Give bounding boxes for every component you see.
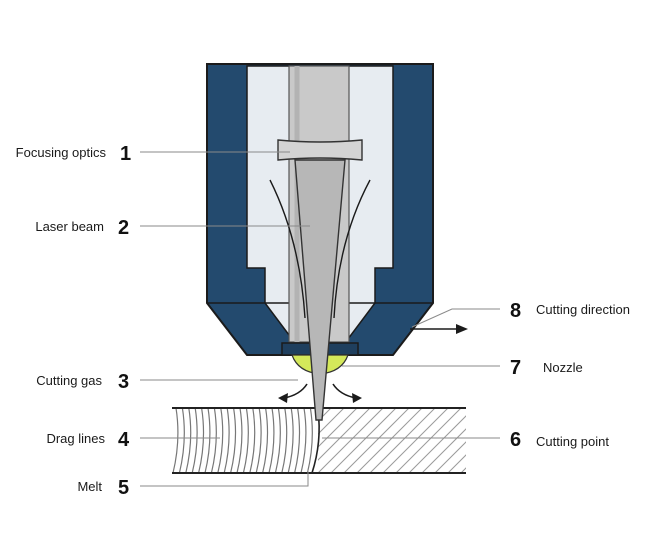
hatch-line (434, 441, 466, 473)
drag-line (255, 408, 262, 473)
drag-line (287, 408, 294, 473)
hatch-line (408, 415, 466, 473)
label-focusing-optics: Focusing optics (16, 145, 107, 160)
leader-melt (140, 470, 309, 487)
label-cutting-direction: Cutting direction (536, 302, 630, 317)
drag-line (185, 408, 192, 473)
hatch-line (343, 408, 410, 473)
gas-arrow-left-head (278, 393, 288, 403)
drag-line (236, 408, 243, 473)
laser-beam-cone (294, 159, 346, 421)
drag-line (281, 408, 288, 473)
gas-flow-curve-left (269, 179, 306, 319)
hatch-line (369, 408, 436, 473)
label-cutting-gas: Cutting gas (36, 373, 102, 388)
number-focusing-optics: 1 (120, 143, 131, 165)
drag-line (294, 408, 301, 473)
workpiece (172, 407, 539, 474)
drag-line (223, 408, 230, 473)
drag-line (172, 408, 179, 473)
drag-line (300, 408, 307, 473)
drag-lines-pattern (172, 408, 313, 473)
hatch-line (474, 408, 539, 473)
number-cutting-gas: 3 (118, 371, 129, 393)
hatch-line (395, 408, 462, 473)
hatch-line (421, 428, 466, 473)
hatch-line (318, 408, 371, 461)
label-cutting-point: Cutting point (536, 434, 609, 449)
drag-line (204, 408, 211, 473)
focusing-lens (277, 139, 363, 161)
drag-line (198, 408, 205, 473)
number-cutting-point: 6 (510, 429, 521, 451)
drag-line (262, 408, 269, 473)
number-nozzle: 7 (510, 357, 521, 379)
cutting-direction-arrowhead (456, 324, 468, 334)
label-melt: Melt (77, 479, 102, 494)
hatch-line (356, 408, 423, 473)
cut-surface-hatching (318, 408, 539, 473)
drag-line (217, 408, 224, 473)
drag-line (210, 408, 217, 473)
hatch-line (318, 408, 358, 448)
drag-line (268, 408, 275, 473)
gas-flow-curve-right (333, 179, 371, 319)
drag-line (249, 408, 256, 473)
drag-line (178, 408, 185, 473)
hatch-line (318, 408, 345, 435)
number-cutting-direction: 8 (510, 300, 521, 322)
number-drag-lines: 4 (118, 429, 130, 451)
drag-line (191, 408, 198, 473)
hatch-line (382, 408, 449, 473)
leader-cutting-direction (411, 308, 500, 328)
drag-line (242, 408, 249, 473)
drag-line (274, 408, 281, 473)
label-drag-lines: Drag lines (46, 431, 105, 446)
number-laser-beam: 2 (118, 217, 129, 239)
hatch-line (330, 408, 397, 473)
drag-line (306, 408, 313, 473)
drag-line (230, 408, 237, 473)
hatch-line (318, 408, 384, 473)
label-nozzle: Nozzle (543, 360, 583, 375)
label-laser-beam: Laser beam (35, 219, 104, 234)
gas-arrow-right-head (352, 393, 362, 403)
number-melt: 5 (118, 477, 129, 499)
hatch-line (447, 454, 466, 473)
